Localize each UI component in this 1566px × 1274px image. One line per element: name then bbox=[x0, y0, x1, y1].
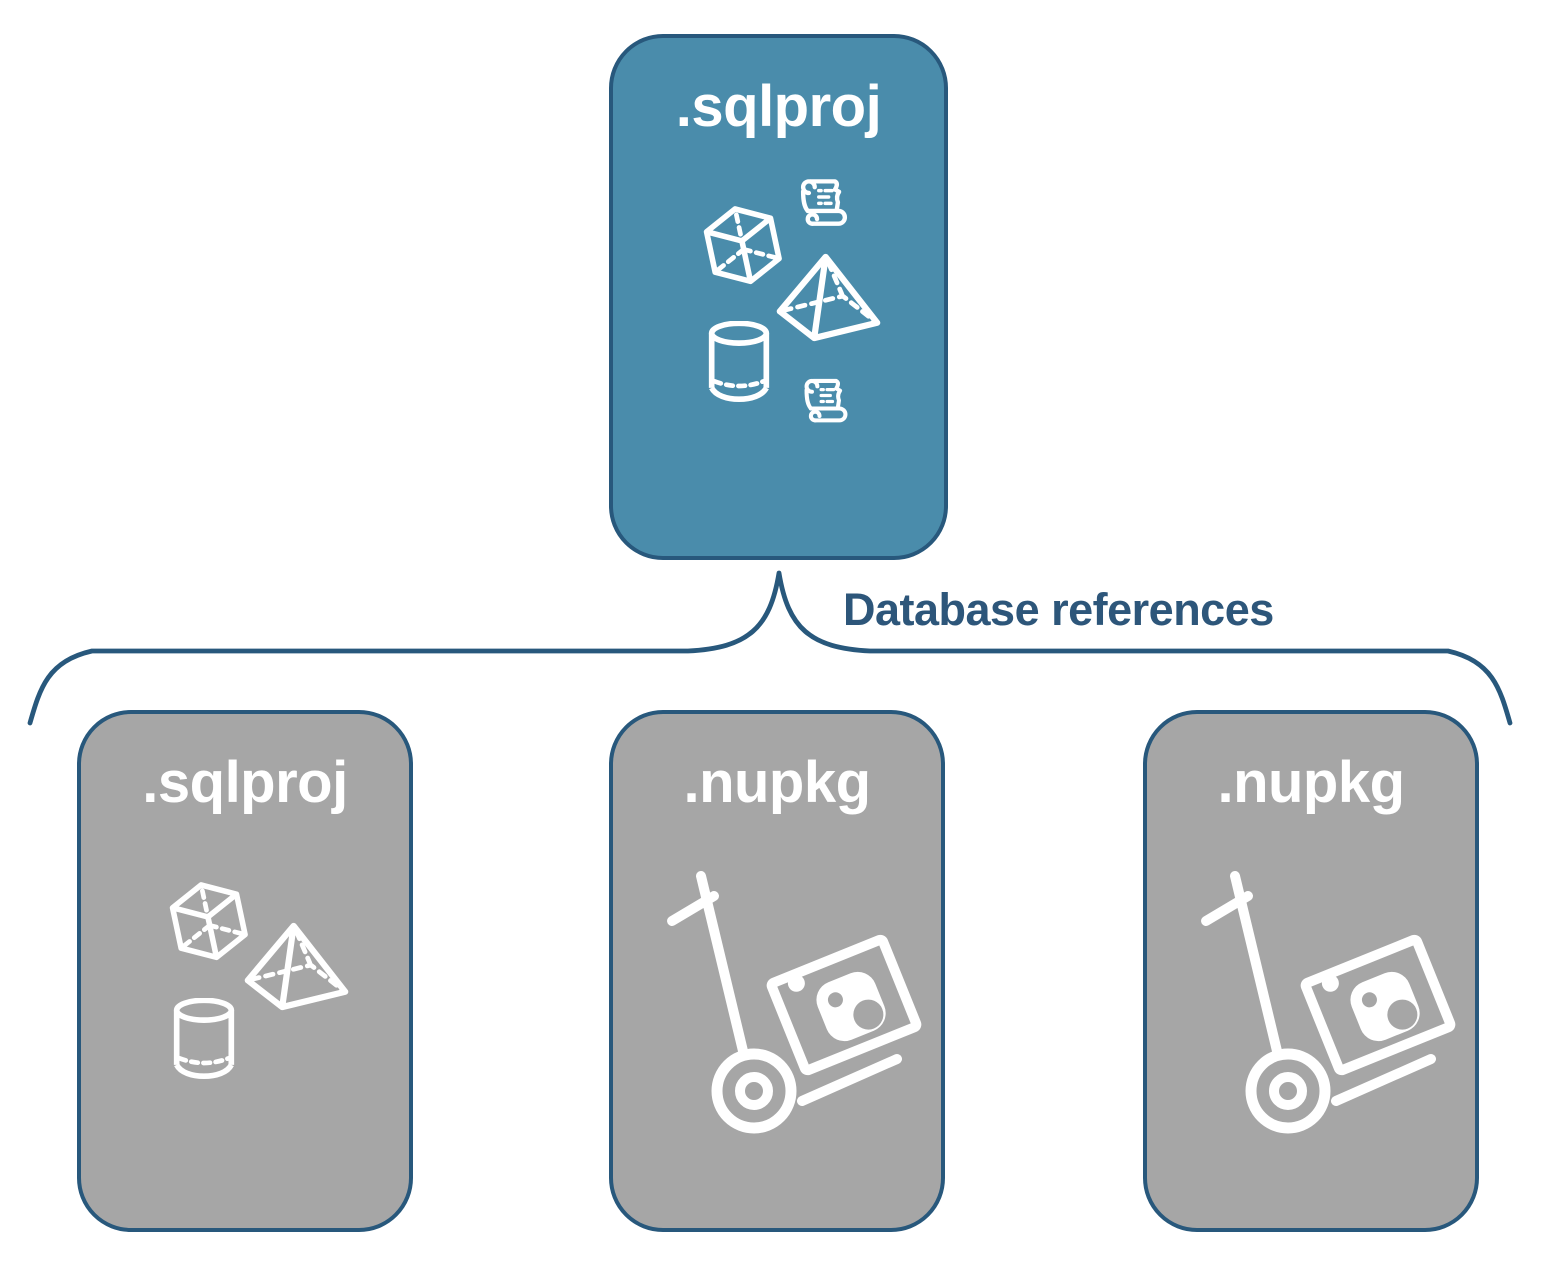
node-child-label: .sqlproj bbox=[142, 750, 348, 815]
pyramid-icon bbox=[244, 921, 349, 1012]
script-scroll-icon bbox=[795, 175, 853, 233]
script-scroll-icon bbox=[799, 375, 853, 429]
node-root-sqlproj: .sqlproj bbox=[609, 34, 948, 560]
database-references-label: Database references bbox=[843, 584, 1274, 635]
node-child-nupkg-1: .nupkg bbox=[609, 710, 945, 1232]
nuget-handtruck-icon bbox=[1193, 856, 1463, 1141]
node-root-label: .sqlproj bbox=[675, 74, 882, 139]
node-child-label: .nupkg bbox=[683, 750, 871, 815]
node-child-sqlproj: .sqlproj bbox=[77, 710, 413, 1232]
cylinder-icon bbox=[706, 321, 772, 402]
pyramid-icon bbox=[776, 252, 881, 343]
node-child-label: .nupkg bbox=[1217, 750, 1405, 815]
nuget-handtruck-icon bbox=[659, 856, 929, 1141]
cylinder-icon bbox=[171, 998, 237, 1079]
node-child-nupkg-2: .nupkg bbox=[1143, 710, 1479, 1232]
